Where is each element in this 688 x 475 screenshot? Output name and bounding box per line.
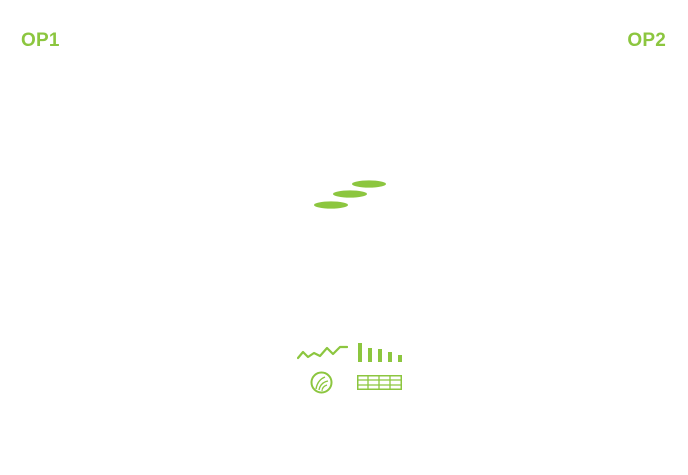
line-chart-icon[interactable]	[297, 343, 348, 360]
table-icon[interactable]	[357, 375, 402, 390]
stacked-ovals-logo	[314, 180, 386, 209]
bar-4	[388, 352, 392, 362]
op1-label: OP1	[21, 30, 60, 51]
bar-chart-icon[interactable]	[358, 343, 403, 362]
globe-icon[interactable]	[310, 371, 333, 394]
bar-3	[378, 349, 382, 362]
logo-oval-middle	[333, 190, 367, 198]
bar-2	[368, 348, 372, 362]
logo-oval-bottom	[314, 201, 348, 209]
bar-5	[398, 355, 402, 362]
op2-label: OP2	[627, 30, 666, 51]
bar-1	[358, 343, 362, 362]
logo-oval-top	[352, 180, 386, 188]
